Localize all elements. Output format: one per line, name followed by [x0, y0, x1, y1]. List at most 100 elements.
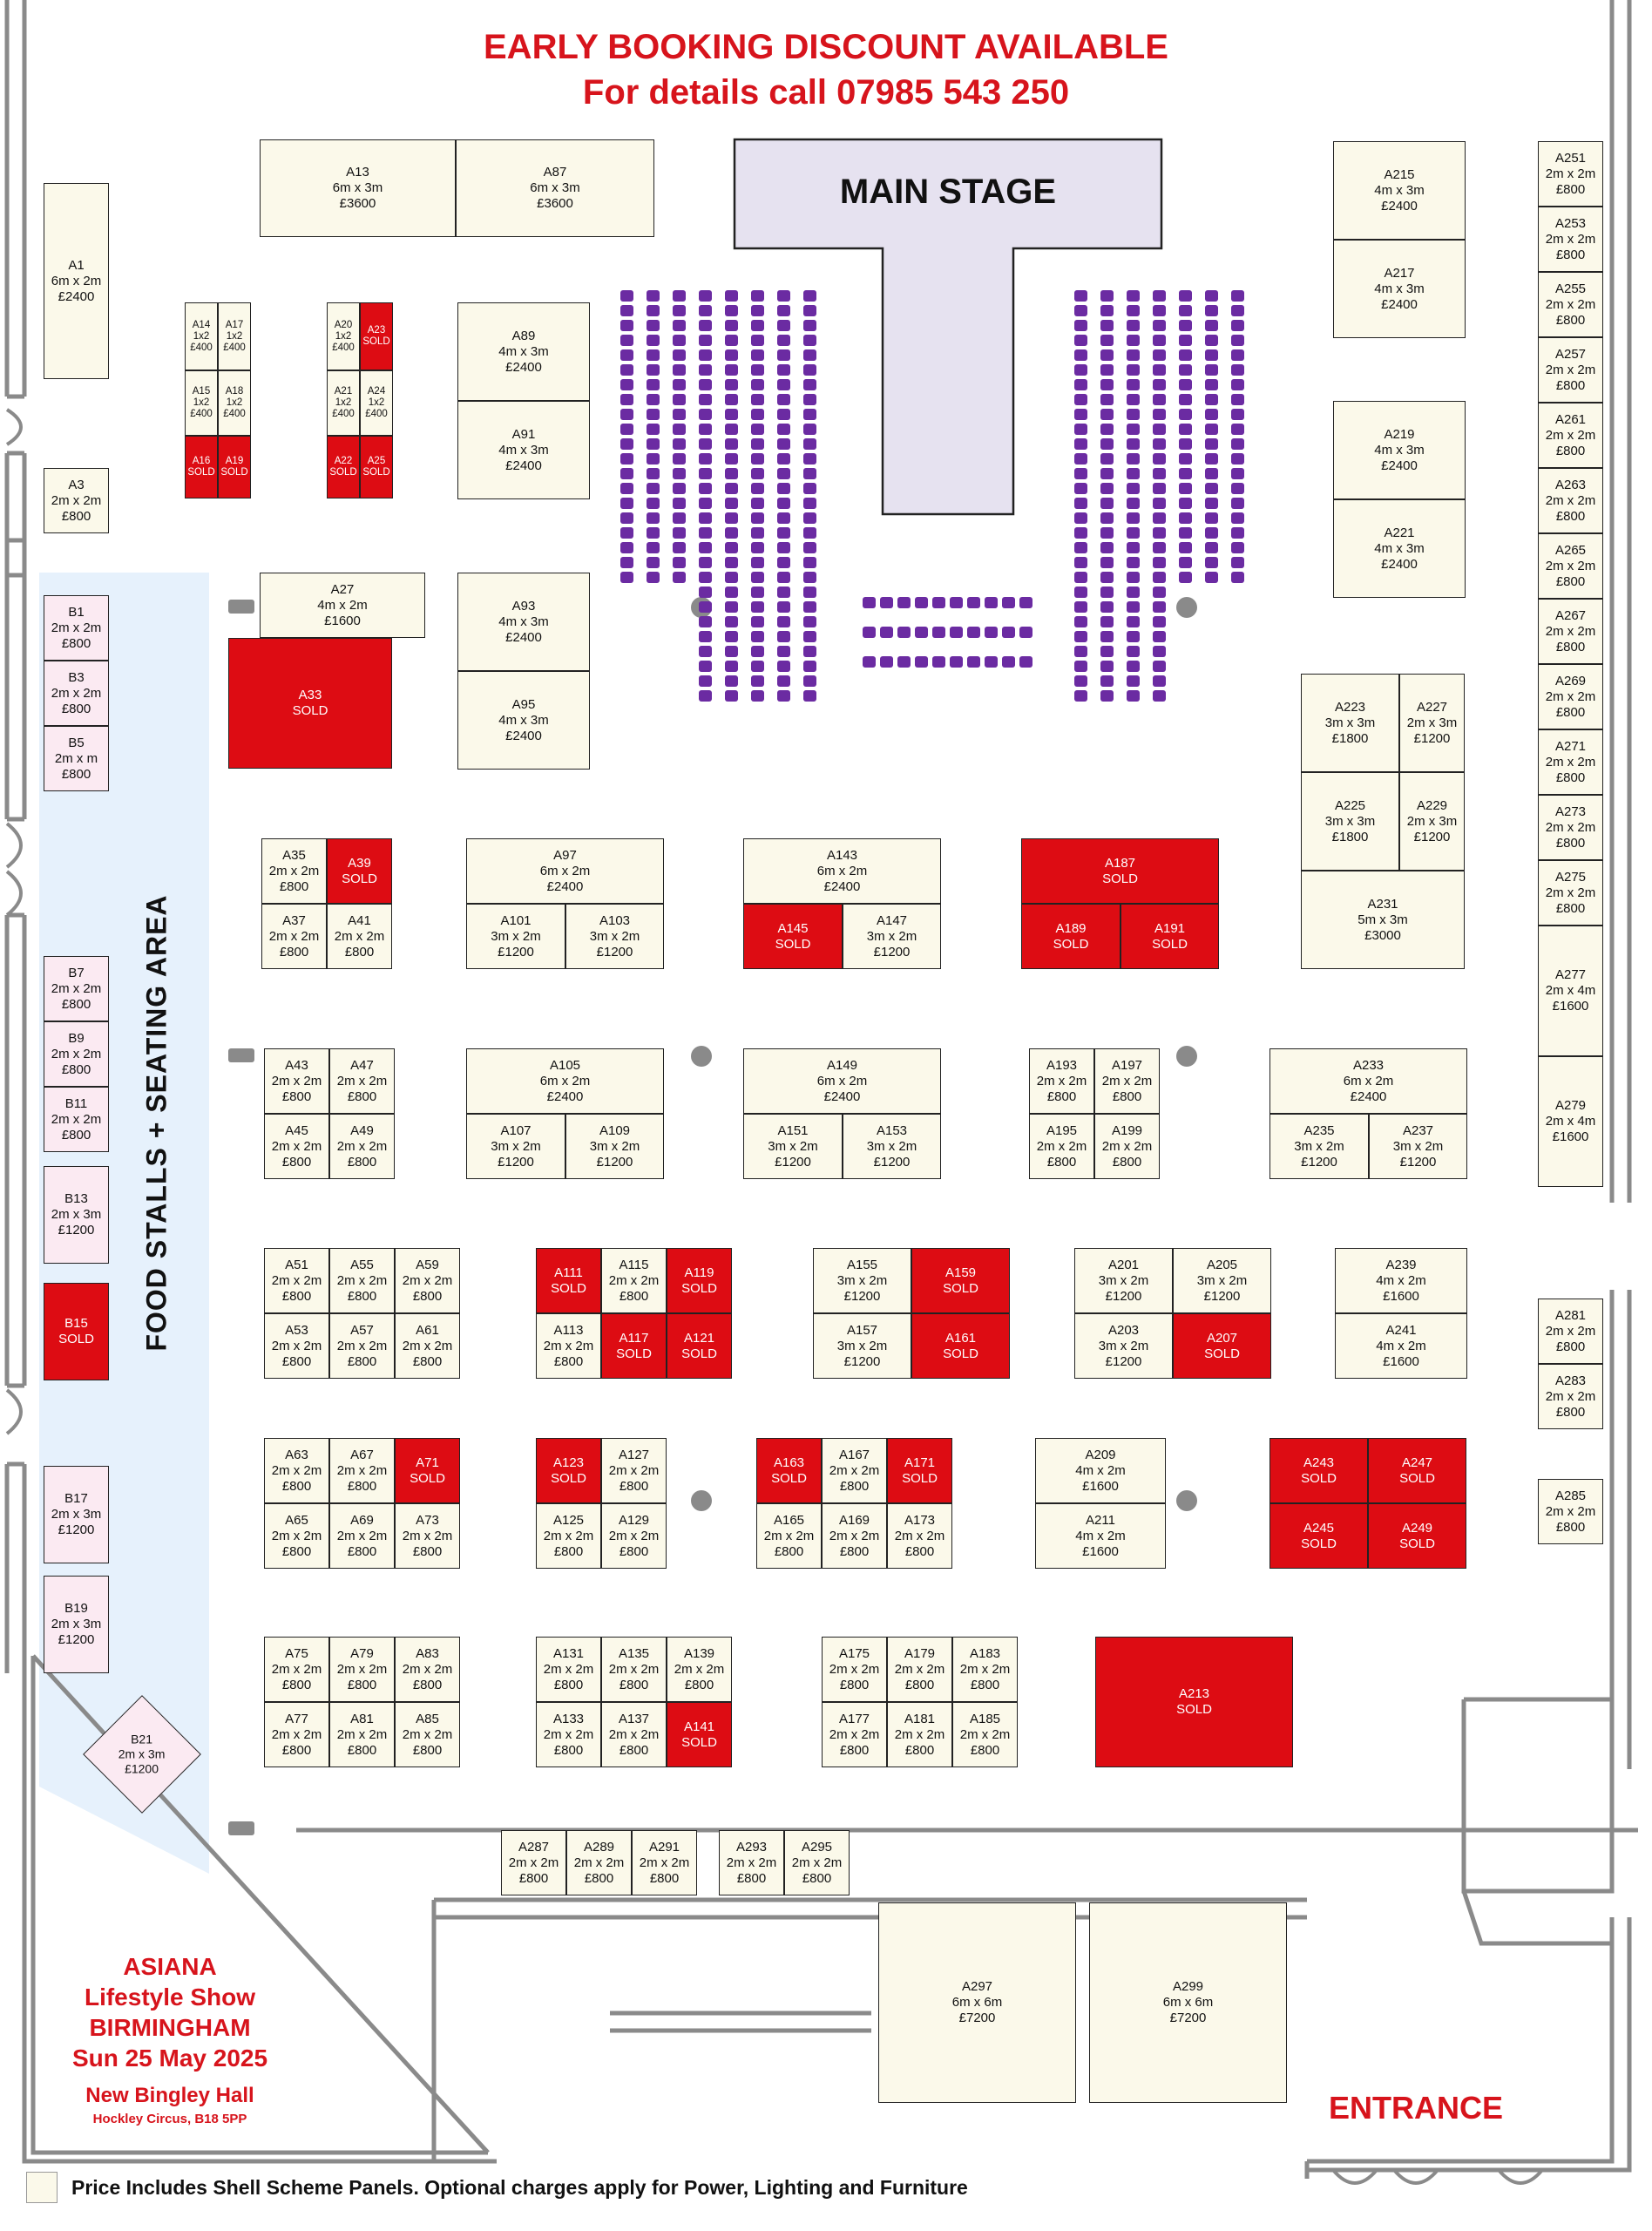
- stand-a245[interactable]: A245SOLD: [1269, 1503, 1368, 1569]
- stand-a105[interactable]: A1056m x 2m£2400: [466, 1048, 664, 1114]
- stand-a41[interactable]: A412m x 2m£800: [327, 904, 392, 969]
- stand-a23[interactable]: A23SOLD: [360, 302, 393, 370]
- stand-a207[interactable]: A207SOLD: [1173, 1313, 1271, 1379]
- stand-a16[interactable]: A16SOLD: [185, 436, 218, 498]
- stand-a167[interactable]: A1672m x 2m£800: [822, 1438, 887, 1503]
- stand-a147[interactable]: A1473m x 2m£1200: [843, 904, 941, 969]
- stand-a181[interactable]: A1812m x 2m£800: [887, 1702, 952, 1767]
- stand-b1[interactable]: B12m x 2m£800: [44, 595, 109, 661]
- stand-a101[interactable]: A1013m x 2m£1200: [466, 904, 565, 969]
- stand-a49[interactable]: A492m x 2m£800: [329, 1114, 395, 1179]
- stand-a21[interactable]: A211x2£400: [327, 370, 360, 436]
- stand-a203[interactable]: A2033m x 2m£1200: [1074, 1313, 1173, 1379]
- stand-a281[interactable]: A2812m x 2m£800: [1538, 1299, 1603, 1364]
- stand-a285[interactable]: A2852m x 2m£800: [1538, 1479, 1603, 1544]
- stand-a297[interactable]: A2976m x 6m£7200: [878, 1902, 1076, 2103]
- stand-a253[interactable]: A2532m x 2m£800: [1538, 207, 1603, 272]
- stand-a79[interactable]: A792m x 2m£800: [329, 1637, 395, 1702]
- stand-a39[interactable]: A39SOLD: [327, 838, 392, 904]
- stand-a243[interactable]: A243SOLD: [1269, 1438, 1368, 1503]
- stand-a137[interactable]: A1372m x 2m£800: [601, 1702, 667, 1767]
- stand-a205[interactable]: A2053m x 2m£1200: [1173, 1248, 1271, 1313]
- stand-a127[interactable]: A1272m x 2m£800: [601, 1438, 667, 1503]
- stand-a119[interactable]: A119SOLD: [667, 1248, 732, 1313]
- stand-a89[interactable]: A894m x 3m£2400: [457, 302, 590, 401]
- stand-a63[interactable]: A632m x 2m£800: [264, 1438, 329, 1503]
- stand-a171[interactable]: A171SOLD: [887, 1438, 952, 1503]
- stand-a219[interactable]: A2194m x 3m£2400: [1333, 401, 1466, 499]
- stand-a149[interactable]: A1496m x 2m£2400: [743, 1048, 941, 1114]
- stand-a20[interactable]: A201x2£400: [327, 302, 360, 370]
- stand-a55[interactable]: A552m x 2m£800: [329, 1248, 395, 1313]
- stand-a22[interactable]: A22SOLD: [327, 436, 360, 498]
- stand-a13[interactable]: A136m x 3m£3600: [260, 139, 456, 237]
- stand-a231[interactable]: A2315m x 3m£3000: [1301, 871, 1465, 969]
- stand-a185[interactable]: A1852m x 2m£800: [952, 1702, 1018, 1767]
- stand-a109[interactable]: A1093m x 2m£1200: [565, 1114, 664, 1179]
- stand-a67[interactable]: A672m x 2m£800: [329, 1438, 395, 1503]
- stand-a25[interactable]: A25SOLD: [360, 436, 393, 498]
- stand-a65[interactable]: A652m x 2m£800: [264, 1503, 329, 1569]
- stand-a97[interactable]: A976m x 2m£2400: [466, 838, 664, 904]
- stand-a247[interactable]: A247SOLD: [1368, 1438, 1466, 1503]
- stand-b13[interactable]: B132m x 3m£1200: [44, 1166, 109, 1264]
- stand-a161[interactable]: A161SOLD: [911, 1313, 1010, 1379]
- stand-a15[interactable]: A151x2£400: [185, 370, 218, 436]
- stand-a145[interactable]: A145SOLD: [743, 904, 843, 969]
- stand-a73[interactable]: A732m x 2m£800: [395, 1503, 460, 1569]
- stand-a241[interactable]: A2414m x 2m£1600: [1335, 1313, 1467, 1379]
- stand-a14[interactable]: A141x2£400: [185, 302, 218, 370]
- stand-a163[interactable]: A163SOLD: [756, 1438, 822, 1503]
- stand-a187[interactable]: A187SOLD: [1021, 838, 1219, 904]
- stand-a215[interactable]: A2154m x 3m£2400: [1333, 141, 1466, 240]
- stand-a213[interactable]: A213SOLD: [1095, 1637, 1293, 1767]
- stand-a33[interactable]: A33SOLD: [228, 638, 392, 769]
- stand-a27[interactable]: A274m x 2m£1600: [260, 573, 425, 638]
- stand-a139[interactable]: A1392m x 2m£800: [667, 1637, 732, 1702]
- stand-a255[interactable]: A2552m x 2m£800: [1538, 272, 1603, 337]
- stand-b11[interactable]: B112m x 2m£800: [44, 1087, 109, 1152]
- stand-a87[interactable]: A876m x 3m£3600: [456, 139, 654, 237]
- stand-a61[interactable]: A612m x 2m£800: [395, 1313, 460, 1379]
- stand-a269[interactable]: A2692m x 2m£800: [1538, 664, 1603, 729]
- stand-a91[interactable]: A914m x 3m£2400: [457, 401, 590, 499]
- stand-a117[interactable]: A117SOLD: [601, 1313, 667, 1379]
- stand-a237[interactable]: A2373m x 2m£1200: [1369, 1114, 1467, 1179]
- stand-a275[interactable]: A2752m x 2m£800: [1538, 860, 1603, 926]
- stand-a129[interactable]: A1292m x 2m£800: [601, 1503, 667, 1569]
- stand-b9[interactable]: B92m x 2m£800: [44, 1021, 109, 1087]
- stand-a209[interactable]: A2094m x 2m£1600: [1035, 1438, 1166, 1503]
- stand-a111[interactable]: A111SOLD: [536, 1248, 601, 1313]
- stand-a217[interactable]: A2174m x 3m£2400: [1333, 240, 1466, 338]
- stand-a3[interactable]: A32m x 2m£800: [44, 468, 109, 533]
- stand-b15[interactable]: B15SOLD: [44, 1283, 109, 1380]
- stand-a45[interactable]: A452m x 2m£800: [264, 1114, 329, 1179]
- stand-a239[interactable]: A2394m x 2m£1600: [1335, 1248, 1467, 1313]
- stand-a177[interactable]: A1772m x 2m£800: [822, 1702, 887, 1767]
- stand-a151[interactable]: A1513m x 2m£1200: [743, 1114, 843, 1179]
- stand-a133[interactable]: A1332m x 2m£800: [536, 1702, 601, 1767]
- stand-a51[interactable]: A512m x 2m£800: [264, 1248, 329, 1313]
- stand-b7[interactable]: B72m x 2m£800: [44, 956, 109, 1021]
- stand-b3[interactable]: B32m x 2m£800: [44, 661, 109, 726]
- stand-a235[interactable]: A2353m x 2m£1200: [1269, 1114, 1369, 1179]
- stand-a83[interactable]: A832m x 2m£800: [395, 1637, 460, 1702]
- stand-a271[interactable]: A2712m x 2m£800: [1538, 729, 1603, 795]
- stand-a197[interactable]: A1972m x 2m£800: [1094, 1048, 1160, 1114]
- stand-b19[interactable]: B192m x 3m£1200: [44, 1576, 109, 1673]
- stand-a95[interactable]: A954m x 3m£2400: [457, 671, 590, 770]
- stand-a35[interactable]: A352m x 2m£800: [261, 838, 327, 904]
- stand-a257[interactable]: A2572m x 2m£800: [1538, 337, 1603, 403]
- stand-a277[interactable]: A2772m x 4m£1600: [1538, 926, 1603, 1056]
- stand-a189[interactable]: A189SOLD: [1021, 904, 1121, 969]
- stand-b5[interactable]: B52m x m£800: [44, 726, 109, 791]
- stand-a287[interactable]: A2872m x 2m£800: [501, 1830, 566, 1895]
- stand-a233[interactable]: A2336m x 2m£2400: [1269, 1048, 1467, 1114]
- stand-a53[interactable]: A532m x 2m£800: [264, 1313, 329, 1379]
- stand-a299[interactable]: A2996m x 6m£7200: [1089, 1902, 1287, 2103]
- stand-a195[interactable]: A1952m x 2m£800: [1029, 1114, 1094, 1179]
- stand-a113[interactable]: A1132m x 2m£800: [536, 1313, 601, 1379]
- stand-a69[interactable]: A692m x 2m£800: [329, 1503, 395, 1569]
- stand-a265[interactable]: A2652m x 2m£800: [1538, 533, 1603, 599]
- stand-a18[interactable]: A181x2£400: [218, 370, 251, 436]
